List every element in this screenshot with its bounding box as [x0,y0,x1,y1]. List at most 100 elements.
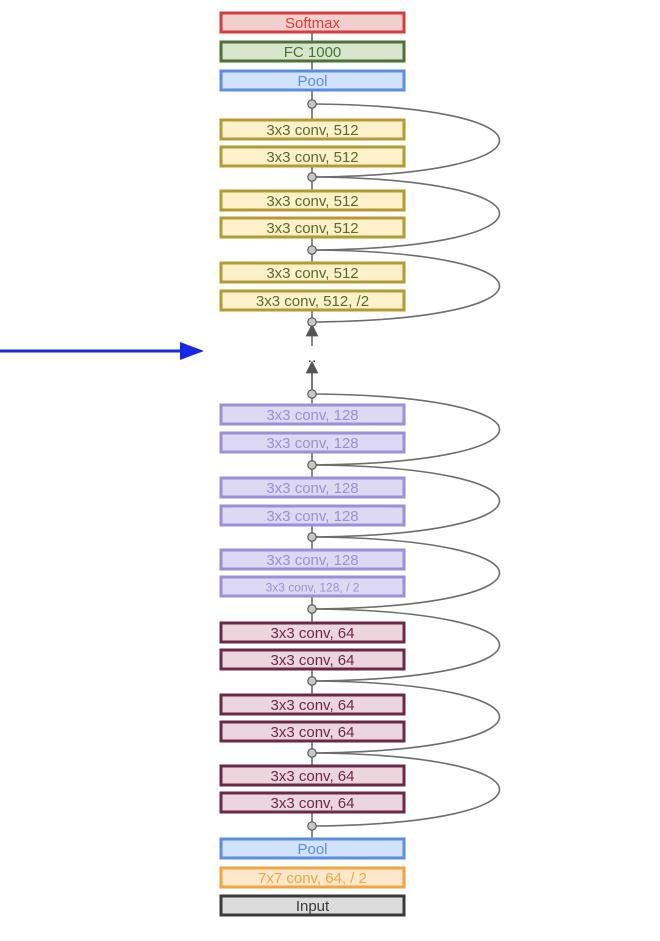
layer-block-box [219,791,406,814]
layer-block-box [219,189,406,212]
layer-block: 3x3 conv, 64 [219,720,406,743]
layer-block-label: Pool [297,841,327,858]
layer-block-label: 3x3 conv, 64 [271,795,355,812]
layer-block-box [219,476,406,499]
skip-connection-6 [311,608,501,682]
layer-block-label: 3x3 conv, 128 [266,508,358,525]
layer-block-box [219,693,406,716]
layer-block-label: 7x7 conv, 64, / 2 [258,870,367,887]
layer-block: 3x3 conv, 512 [219,216,406,239]
layer-block-label: 3x3 conv, 64 [271,652,355,669]
layer-block-box [219,118,406,141]
junction-node-7 [307,604,317,614]
junction-node-6 [307,532,317,542]
layer-block-label: Softmax [285,15,341,32]
layer-block: 3x3 conv, 512 [219,145,406,168]
junction-node-0 [307,99,317,109]
layer-block-label: 3x3 conv, 512 [266,193,358,210]
layer-block-box [219,216,406,239]
layer-block-box [219,261,406,284]
layer-block: Pool [219,837,406,860]
junction-node-4 [307,389,317,399]
layer-block: 3x3 conv, 64 [219,648,406,671]
layer-block-label: 3x3 conv, 128 [266,435,358,452]
layer-block: 3x3 conv, 64 [219,764,406,787]
skip-connection-0 [311,103,501,178]
junction-nodes [307,99,317,831]
skip-connection-1 [311,176,501,251]
layer-block-label: 3x3 conv, 64 [271,724,355,741]
layer-block: 3x3 conv, 128 [219,403,406,426]
layer-block-box [219,40,406,63]
layer-block-label: 3x3 conv, 128 [266,552,358,569]
layer-block-box [219,621,406,644]
layer-block: FC 1000 [219,40,406,63]
layer-block-box [219,720,406,743]
layer-block: 3x3 conv, 512 [219,189,406,212]
layer-block-label: 3x3 conv, 512 [266,122,358,139]
layer-block-label: 3x3 conv, 512 [266,265,358,282]
layer-block: 3x3 conv, 512 [219,118,406,141]
layer-block-box [219,431,406,454]
ellipsis-dots: .. [308,349,317,366]
junction-node-1 [307,172,317,182]
layer-block-label: 3x3 conv, 64 [271,697,355,714]
layer-block-box [219,504,406,527]
layer-block-label: 3x3 conv, 128, / 2 [266,581,360,595]
layer-block-label: 3x3 conv, 512 [266,220,358,237]
layer-block: 3x3 conv, 512 [219,261,406,284]
layer-block-box [219,648,406,671]
junction-node-3 [307,317,317,327]
layer-block: 3x3 conv, 128 [219,548,406,571]
skip-connection-7 [311,680,501,754]
junction-node-8 [307,676,317,686]
layer-block: Softmax [219,11,406,34]
layer-block-box [219,764,406,787]
layer-block: 3x3 conv, 512, /2 [219,289,406,312]
layer-block-label: FC 1000 [284,44,342,61]
skip-connection-3 [311,393,501,466]
layer-block: 3x3 conv, 64 [219,693,406,716]
skip-connections [311,103,501,827]
layer-block-box [219,575,406,598]
layer-block-box [219,403,406,426]
layer-block-label: 3x3 conv, 64 [271,768,355,785]
layer-block-label: 3x3 conv, 64 [271,625,355,642]
layer-block-box [219,866,406,889]
skip-connection-8 [311,752,501,827]
layer-block-box [219,548,406,571]
junction-node-2 [307,245,317,255]
layer-block-box [219,837,406,860]
layer-block-box [219,11,406,34]
layer-block: Input [219,894,406,917]
layer-block: 3x3 conv, 128 [219,476,406,499]
layer-block-label: 3x3 conv, 512, /2 [256,293,369,310]
layer-block-box [219,145,406,168]
pointer-arrow [0,342,204,360]
layer-block-box [219,289,406,312]
layer-block-label: Pool [297,73,327,90]
junction-node-5 [307,460,317,470]
junction-node-10 [307,821,317,831]
layer-block-label: 3x3 conv, 128 [266,480,358,497]
layer-block: Pool [219,69,406,92]
ellipsis-gap: .. [308,349,317,366]
layer-block-box [219,894,406,917]
layer-block: 3x3 conv, 128 [219,504,406,527]
layer-block: 7x7 conv, 64, / 2 [219,866,406,889]
layer-block-label: 3x3 conv, 128 [266,407,358,424]
layer-block: 3x3 conv, 128 [219,431,406,454]
layer-block: 3x3 conv, 128, / 2 [219,575,406,598]
pointer-arrow-head [180,342,204,360]
layer-block-box [219,69,406,92]
layer-block: 3x3 conv, 64 [219,621,406,644]
skip-connection-5 [311,536,501,610]
junction-node-9 [307,748,317,758]
layer-block-label: Input [296,898,330,915]
layer-block-label: 3x3 conv, 512 [266,149,358,166]
skip-connection-2 [311,249,501,323]
layer-block: 3x3 conv, 64 [219,791,406,814]
skip-connection-4 [311,464,501,538]
